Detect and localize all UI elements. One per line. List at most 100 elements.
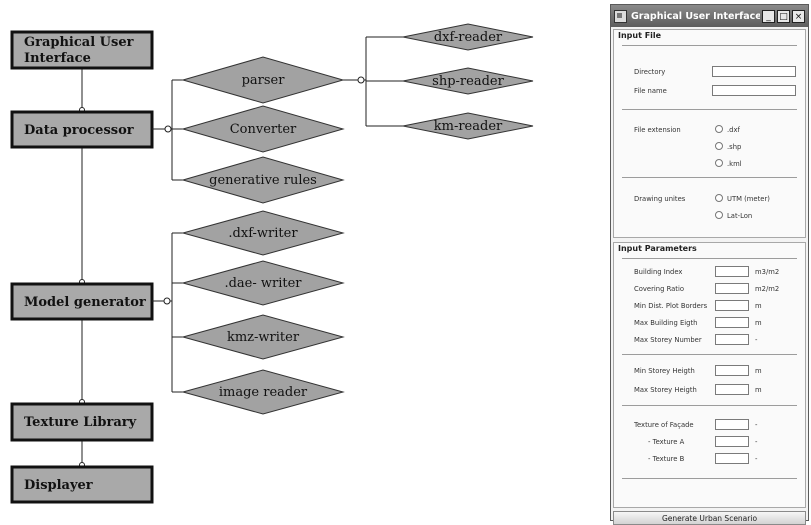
file-name-label: File name (634, 87, 667, 95)
divider (622, 478, 797, 479)
max-storey-number-input[interactable] (715, 334, 749, 345)
writer-dae-label: .dae- writer (224, 276, 302, 291)
texture-facade-label: Texture of Façade (634, 421, 694, 429)
texture-a-label: - Texture A (648, 438, 685, 446)
drawing-units-label: Drawing unites (634, 195, 686, 203)
texture-b-unit: - (755, 455, 758, 463)
box-data-processor: Data processor (10, 110, 154, 149)
divider (622, 354, 797, 355)
radio-shp[interactable] (715, 142, 723, 150)
divider (622, 109, 797, 110)
box-texture-library: Texture Library (10, 402, 154, 442)
fork-generator-dot (163, 297, 171, 305)
module-generative-rules: generative rules (181, 156, 345, 204)
building-index-unit: m3/m2 (755, 268, 780, 276)
building-index-label: Building Index (634, 268, 683, 276)
reader-dxf: dxf-reader (402, 23, 534, 51)
max-storey-height-input[interactable] (715, 384, 749, 395)
texture-b-label: - Texture B (648, 455, 685, 463)
box-gui-label-2: Interface (24, 51, 91, 66)
box-model-generator-label: Model generator (24, 295, 146, 310)
file-extension-label: File extension (634, 126, 681, 134)
reader-dxf-label: dxf-reader (434, 30, 503, 45)
writer-dxf-label: .dxf-writer (228, 226, 298, 241)
min-dist-label: Min Dist. Plot Borders (634, 302, 708, 310)
directory-label: Directory (634, 68, 666, 76)
divider (622, 45, 797, 46)
radio-dxf[interactable] (715, 125, 723, 133)
texture-facade-input[interactable] (715, 419, 749, 430)
fork-processor-dot (164, 125, 172, 133)
divider (622, 177, 797, 178)
directory-input[interactable] (712, 66, 796, 77)
box-displayer-label: Displayer (24, 478, 93, 493)
max-storey-number-label: Max Storey Number (634, 336, 702, 344)
box-displayer: Displayer (10, 465, 154, 504)
box-data-processor-label: Data processor (24, 123, 134, 138)
image-reader: image reader (181, 369, 345, 415)
module-converter: Converter (181, 105, 345, 153)
texture-facade-unit: - (755, 421, 758, 429)
maximize-button[interactable]: □ (777, 9, 790, 23)
min-storey-height-label: Min Storey Heigth (634, 367, 695, 375)
module-converter-label: Converter (230, 122, 297, 137)
close-button[interactable]: × (792, 9, 805, 23)
file-name-input[interactable] (712, 85, 796, 96)
radio-kml-label: .kml (727, 160, 742, 168)
radio-latlon[interactable] (715, 211, 723, 219)
divider (622, 405, 797, 406)
building-index-input[interactable] (715, 266, 749, 277)
texture-a-input[interactable] (715, 436, 749, 447)
texture-b-input[interactable] (715, 453, 749, 464)
input-parameters-panel: Input Parameters Building Index m3/m2 Co… (613, 242, 806, 508)
radio-shp-label: .shp (727, 143, 742, 151)
radio-latlon-label: Lat-Lon (727, 212, 753, 220)
radio-utm-label: UTM (meter) (727, 195, 770, 203)
box-model-generator: Model generator (10, 282, 154, 321)
gui-window: Graphical User Interface _ □ × Input Fil… (610, 4, 809, 525)
input-file-panel: Input File Directory File name File exte… (613, 29, 806, 238)
max-building-unit: m (755, 319, 762, 327)
covering-ratio-unit: m2/m2 (755, 285, 780, 293)
module-parser-label: parser (242, 73, 286, 88)
min-storey-height-input[interactable] (715, 365, 749, 376)
covering-ratio-input[interactable] (715, 283, 749, 294)
input-parameters-heading: Input Parameters (618, 244, 697, 253)
minimize-button[interactable]: _ (762, 9, 775, 23)
window-content: Input File Directory File name File exte… (611, 27, 808, 525)
window-titlebar[interactable]: Graphical User Interface _ □ × (611, 5, 808, 27)
app-icon (614, 9, 627, 23)
box-texture-library-label: Texture Library (24, 415, 137, 430)
max-storey-number-unit: - (755, 336, 758, 344)
min-storey-height-unit: m (755, 367, 762, 375)
image-reader-label: image reader (219, 385, 308, 400)
radio-kml[interactable] (715, 159, 723, 167)
input-file-heading: Input File (618, 31, 662, 40)
writer-kmz: kmz-writer (181, 314, 345, 360)
fork-parser-dot (357, 76, 365, 84)
box-gui: Graphical User Interface (10, 30, 154, 70)
architecture-diagram: Graphical User Interface Data processor … (10, 23, 534, 504)
writer-kmz-label: kmz-writer (227, 330, 300, 345)
max-building-input[interactable] (715, 317, 749, 328)
writer-dae: .dae- writer (181, 260, 345, 306)
radio-dxf-label: .dxf (727, 126, 740, 134)
reader-shp: shp-reader (402, 67, 534, 95)
box-gui-label-1: Graphical User (24, 35, 134, 50)
radio-utm[interactable] (715, 194, 723, 202)
min-dist-unit: m (755, 302, 762, 310)
reader-km-label: km-reader (434, 119, 503, 134)
texture-a-unit: - (755, 438, 758, 446)
min-dist-input[interactable] (715, 300, 749, 311)
max-storey-height-label: Max Storey Heigth (634, 386, 697, 394)
divider (622, 258, 797, 259)
module-generative-rules-label: generative rules (209, 173, 317, 188)
max-building-label: Max Building Eigth (634, 319, 698, 327)
window-title: Graphical User Interface (631, 10, 760, 22)
writer-dxf: .dxf-writer (181, 210, 345, 256)
max-storey-height-unit: m (755, 386, 762, 394)
covering-ratio-label: Covering Ratio (634, 285, 685, 293)
module-parser: parser (181, 56, 345, 104)
reader-shp-label: shp-reader (432, 74, 504, 89)
reader-km: km-reader (402, 112, 534, 140)
